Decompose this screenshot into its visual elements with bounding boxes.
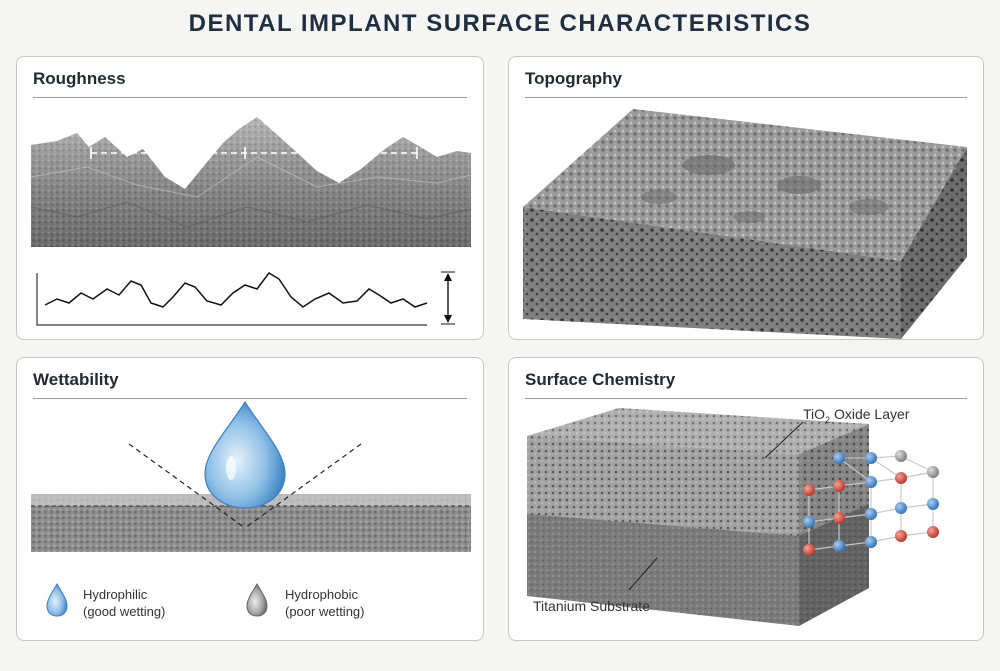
roughness-profile-graph	[36, 271, 455, 326]
surface-chemistry-panel: Surface Chemistry	[508, 357, 984, 641]
oxide-formula: TiO	[803, 406, 826, 422]
page-title: DENTAL IMPLANT SURFACE CHARACTERISTICS	[188, 10, 812, 37]
water-drop-blue-icon	[46, 583, 68, 617]
oxide-layer-block	[527, 408, 869, 536]
oxide-subscript: 2	[825, 414, 831, 425]
roughness-panel: Roughness	[16, 56, 484, 340]
chemistry-title: Surface Chemistry	[525, 370, 676, 389]
amplitude-arrow-icon	[441, 271, 455, 325]
topography-divider	[525, 97, 967, 98]
wettability-illustration	[31, 400, 471, 617]
topography-title: Topography	[525, 69, 622, 88]
roughness-illustration	[30, 117, 472, 326]
roughness-divider	[33, 97, 467, 98]
water-drop-gray-icon	[246, 583, 268, 617]
wettability-title: Wettability	[33, 370, 119, 389]
hydrophilic-label: Hydrophilic (good wetting)	[83, 586, 165, 620]
rough-surface-block	[30, 117, 472, 247]
peak-distance-markers	[90, 147, 418, 159]
hydrophobic-title: Hydrophobic	[285, 587, 358, 602]
hydrophobic-label: Hydrophobic (poor wetting)	[285, 586, 364, 620]
wettability-divider	[33, 398, 467, 399]
oxide-layer-label: TiO2 Oxide Layer	[803, 406, 909, 429]
titanium-substrate-label: Titanium Substrate	[533, 598, 650, 614]
topography-panel: Topography	[508, 56, 984, 340]
lattice-atoms	[803, 450, 939, 556]
contact-angle-lines	[128, 443, 362, 529]
hydrophilic-title: Hydrophilic	[83, 587, 148, 602]
surface-chemistry-illustration	[527, 408, 939, 626]
topography-illustration	[523, 109, 967, 339]
water-droplet-icon	[204, 400, 286, 509]
roughness-title: Roughness	[33, 69, 126, 88]
wettability-panel: Wettability	[16, 357, 484, 641]
callout-leaders	[628, 421, 804, 591]
hydrophobic-note: (poor wetting)	[285, 604, 365, 619]
hydrophilic-note: (good wetting)	[83, 604, 166, 619]
topography-block	[523, 109, 967, 339]
chemistry-divider	[525, 398, 967, 399]
oxide-label-text: Oxide Layer	[830, 406, 910, 422]
